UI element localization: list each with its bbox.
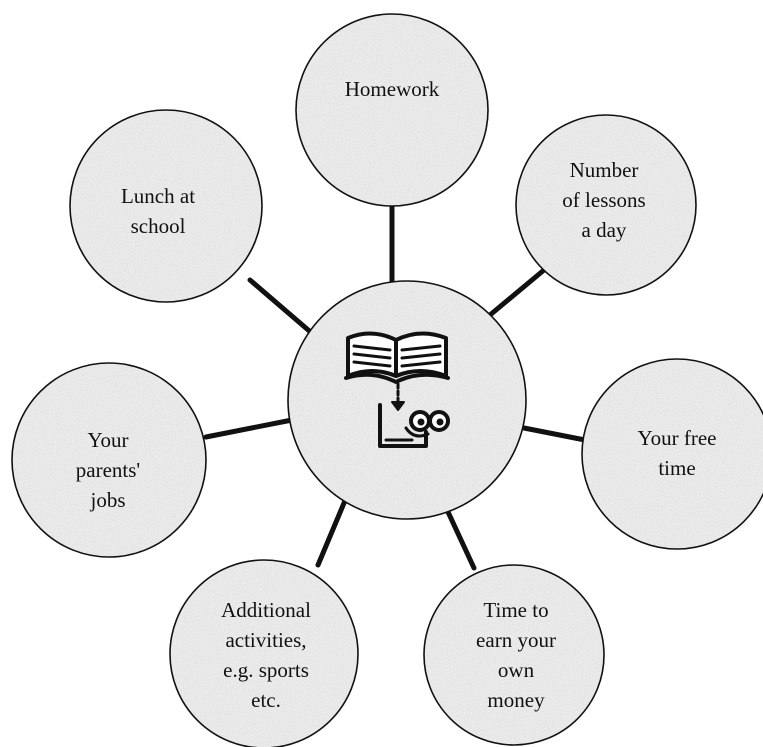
connector-lessons [481, 267, 547, 323]
arrow-down-icon [391, 382, 405, 411]
open-book-icon [344, 331, 450, 384]
connector-lunch [247, 277, 317, 338]
topic-parents-label: Your parents' jobs [75, 428, 141, 512]
topic-lessons-label: Number of lessons a day [562, 158, 646, 242]
topic-earn-money-label: Time to earn your own money [476, 598, 556, 712]
connectors [203, 202, 588, 571]
topic-homework-label: Homework [344, 77, 440, 101]
topic-free-time-label: Your free time [637, 426, 717, 480]
topic-lunch-label: Lunch at school [120, 184, 196, 238]
book-and-thinking-face-icon [344, 331, 450, 448]
bubble-texture [13, 15, 763, 747]
thinking-face-icon [378, 403, 450, 448]
topic-additional-label: Additional activities, e.g. sports etc. [221, 598, 311, 712]
connector-free-time [521, 425, 588, 443]
connector-parents [203, 417, 295, 440]
